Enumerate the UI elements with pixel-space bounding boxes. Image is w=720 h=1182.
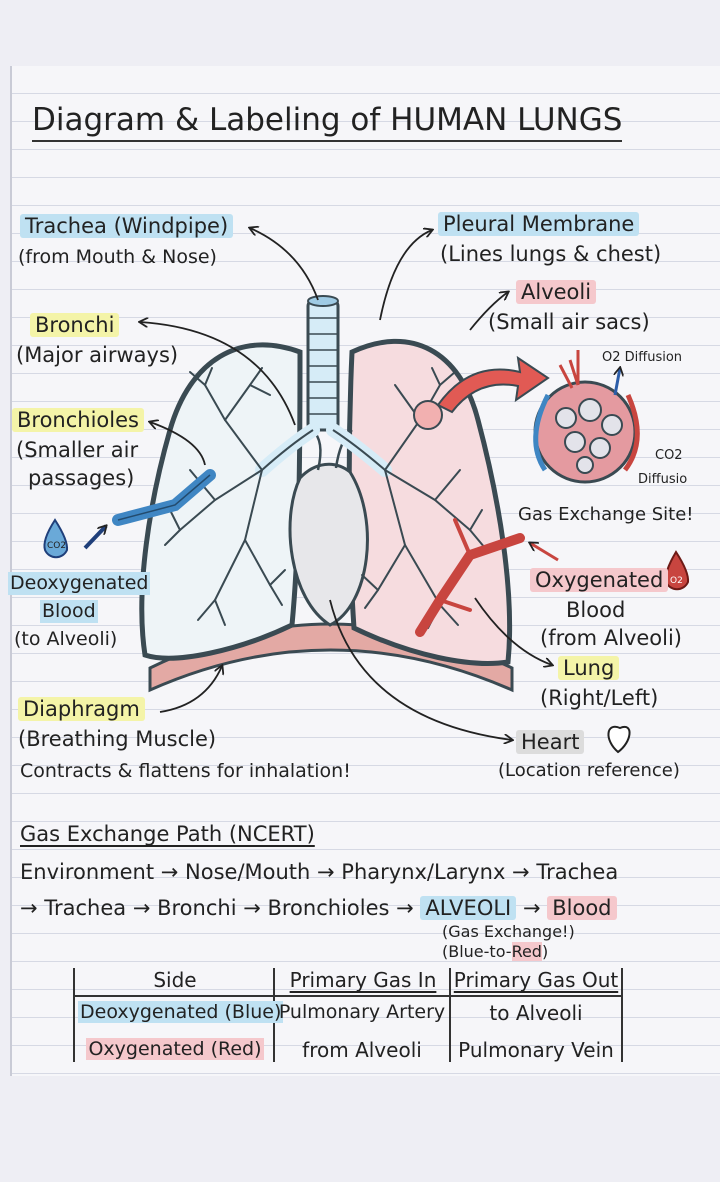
path-line-2: → Trachea → Bronchi → Bronchioles → ALVE…: [20, 896, 617, 921]
label-diaphragm-sub: (Breathing Muscle): [18, 727, 217, 751]
label-oxygenated-2: Blood: [566, 598, 626, 622]
label-heart-sub: (Location reference): [498, 760, 680, 781]
table-header-gas-in: Primary Gas In: [289, 968, 437, 992]
zoom-arrow: [436, 355, 550, 414]
label-pleural-sub: (Lines lungs & chest): [440, 242, 662, 266]
table-row-1-side: Deoxygenated (Blue): [78, 1001, 284, 1023]
label-bronchioles-sub2: passages): [28, 466, 135, 490]
o2-drop-label: O2: [670, 576, 683, 586]
label-heart: Heart: [516, 730, 585, 755]
path-note-1: (Gas Exchange!): [442, 922, 575, 941]
table-row-2-side: Oxygenated (Red): [86, 1038, 264, 1060]
label-trachea-sub: (from Mouth & Nose): [18, 246, 217, 268]
label-lung: Lung: [558, 656, 620, 681]
table-row-1-gas-in: Pulmonary Artery: [278, 1001, 446, 1023]
table-row-2-gas-out: Pulmonary Vein: [458, 1038, 614, 1062]
label-bronchioles-sub1: (Smaller air: [16, 438, 139, 462]
label-oxygenated: Oxygenated: [530, 568, 669, 593]
label-alveoli: Alveoli: [516, 280, 597, 305]
label-deoxygenated-3: (to Alveoli): [14, 628, 118, 650]
label-gas-exchange-site: Gas Exchange Site!: [518, 504, 694, 525]
alveoli-inset: [533, 380, 640, 484]
heart-icon: [607, 725, 631, 754]
label-deoxygenated: Deoxygenated: [8, 572, 151, 595]
path-alveoli: ALVEOLI: [420, 896, 517, 920]
trachea-tube: [306, 298, 340, 432]
path-heading: Gas Exchange Path (NCERT): [20, 822, 315, 846]
path-blood: Blood: [547, 896, 617, 920]
label-trachea: Trachea (Windpipe): [20, 214, 234, 239]
page-title: Diagram & Labeling of HUMAN LUNGS: [32, 102, 623, 142]
label-diaphragm-note: Contracts & flattens for inhalation!: [20, 760, 351, 782]
label-co2-diffusion: Diffusio: [638, 472, 688, 487]
label-oxygenated-3: (from Alveoli): [540, 626, 682, 650]
table-header-side: Side: [153, 968, 197, 992]
path-line-1: Environment → Nose/Mouth → Pharynx/Laryn…: [20, 860, 619, 884]
label-lung-sub: (Right/Left): [540, 686, 659, 710]
co2-drop-label: CO2: [47, 541, 67, 551]
table-row-2-gas-in: from Alveoli: [302, 1038, 422, 1062]
label-deoxygenated-2: Blood: [40, 600, 98, 623]
label-pleural: Pleural Membrane: [438, 212, 640, 237]
label-o2-diffusion: O2 Diffusion: [602, 350, 683, 365]
label-diaphragm: Diaphragm: [18, 697, 145, 722]
label-alveoli-sub: (Small air sacs): [488, 310, 650, 334]
label-bronchi-sub: (Major airways): [16, 343, 179, 367]
label-bronchioles: Bronchioles: [12, 408, 144, 433]
label-co2: CO2: [655, 448, 683, 463]
table-row-1-gas-out: to Alveoli: [489, 1001, 583, 1025]
path-note-2: (Blue-to-Red): [442, 942, 549, 961]
label-bronchi: Bronchi: [30, 313, 120, 338]
table-header-gas-out: Primary Gas Out: [453, 968, 619, 992]
pulmonary-vein-red: [415, 533, 525, 637]
co2-drop: [43, 518, 69, 559]
heart-organ: [288, 462, 369, 627]
